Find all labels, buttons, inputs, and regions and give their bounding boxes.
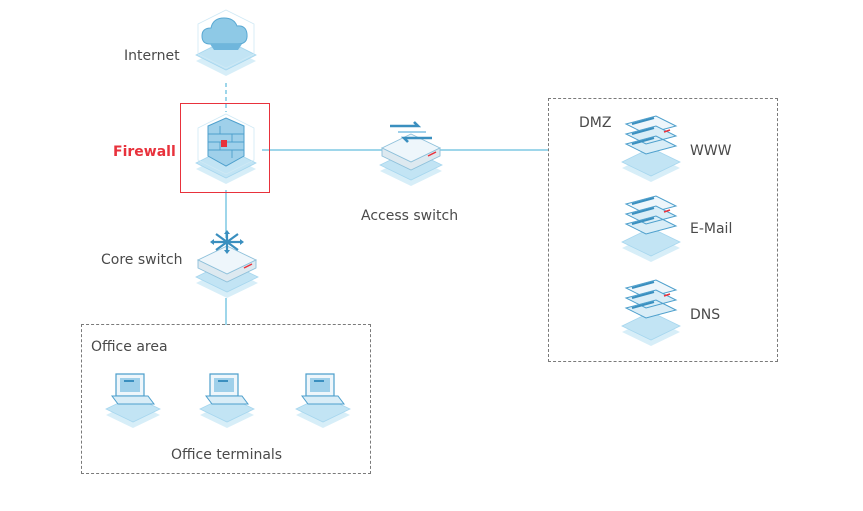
www-label: WWW	[690, 143, 732, 159]
office-terminals-label: Office terminals	[171, 447, 283, 463]
office-area-label: Office area	[91, 339, 168, 355]
email-label: E-Mail	[690, 221, 733, 237]
office-zone	[81, 324, 371, 474]
firewall-highlight	[180, 103, 270, 193]
dmz-zone	[548, 98, 778, 362]
cloud-icon	[194, 4, 258, 84]
dns-label: DNS	[690, 307, 721, 323]
terminal-icon	[198, 364, 256, 436]
server-icon	[620, 192, 682, 268]
internet-label: Internet	[124, 48, 180, 64]
dmz-label: DMZ	[579, 115, 612, 131]
firewall-icon	[194, 110, 258, 190]
server-icon	[620, 276, 682, 352]
access-switch-icon	[378, 112, 444, 192]
firewall-label: Firewall	[113, 144, 176, 160]
terminal-icon	[294, 364, 352, 436]
core-switch-icon	[194, 224, 260, 304]
core-switch-label: Core switch	[101, 252, 183, 268]
access-switch-label: Access switch	[361, 208, 459, 224]
terminal-icon	[104, 364, 162, 436]
server-icon	[620, 112, 682, 188]
